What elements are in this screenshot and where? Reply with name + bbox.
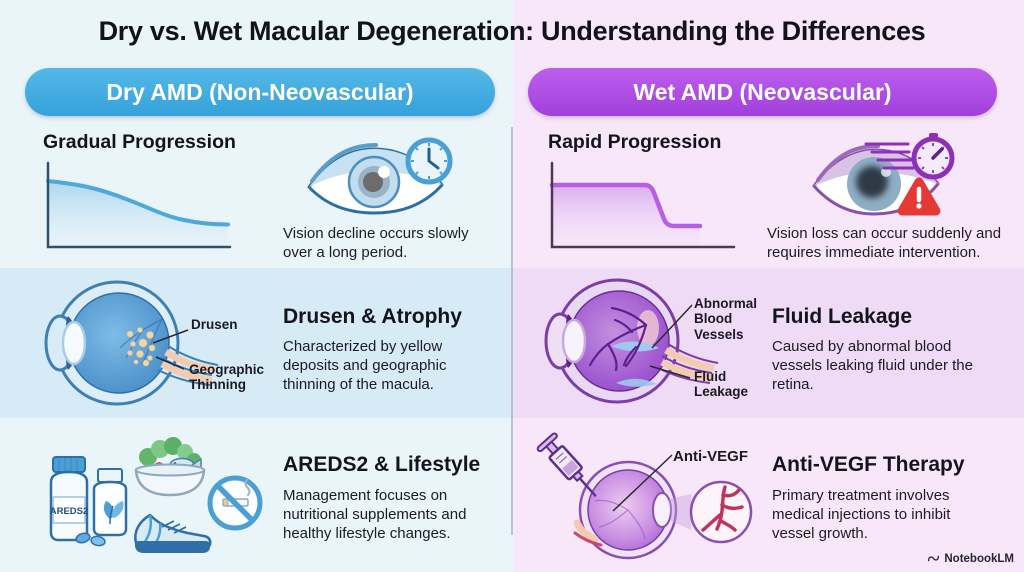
- anti-vegf-injection-illustration: [536, 432, 753, 560]
- retina-vessels: [594, 499, 646, 540]
- fluid-pointer-line: [649, 365, 691, 379]
- dry-pathology-heading: Drusen & Atrophy: [283, 305, 462, 328]
- anti-vegf-label: Anti-VEGF: [673, 448, 748, 465]
- dry-column-header: Dry AMD (Non-Neovascular): [25, 68, 495, 116]
- wet-pathology-body: Caused by abnormal blood vessels leaking…: [772, 338, 973, 394]
- eye-anatomy: [544, 278, 719, 404]
- eye-icon: [573, 460, 678, 560]
- speed-lines: [864, 142, 915, 170]
- dry-decline-chart: [46, 161, 232, 249]
- eye-stopwatch-warning-icon: [812, 133, 955, 216]
- dry-treatment-body: Management focuses on nutritional supple…: [283, 487, 467, 543]
- magnified-vessels-icon: [669, 480, 753, 544]
- abnormal-vessels-tree: [588, 306, 648, 372]
- optic-nerve: [657, 343, 719, 384]
- dry-column-header-label: Dry AMD (Non-Neovascular): [106, 78, 414, 105]
- page-title: Dry vs. Wet Macular Degeneration: Unders…: [98, 16, 926, 46]
- wet-chart-line: [549, 182, 703, 229]
- antivegf-pointer-line: [612, 454, 673, 512]
- thinning-pointer-line: [155, 356, 185, 370]
- abnormal-vessels-label: Abnormal Blood Vessels: [694, 296, 758, 342]
- wet-chart-axes: [550, 161, 736, 249]
- drusen-dots: [126, 327, 156, 367]
- wet-pathology-heading: Fluid Leakage: [772, 305, 913, 328]
- areds2-bottle-label: AREDS2: [50, 506, 89, 517]
- no-smoking-icon: [207, 475, 263, 531]
- wet-treatment-body: Primary treatment involves medical injec…: [772, 487, 951, 543]
- dry-chart-axes: [46, 161, 232, 249]
- wet-chart-area: [552, 185, 700, 247]
- supplement-bottle-icon: [92, 468, 128, 537]
- notebooklm-logo-icon: [928, 555, 940, 562]
- dry-chart-area: [48, 181, 228, 247]
- warning-icon: [897, 177, 941, 216]
- sneaker-icon: [134, 513, 212, 553]
- column-divider: [511, 127, 513, 535]
- eye-anatomy: [44, 280, 219, 406]
- dry-chart-line: [46, 179, 230, 227]
- wet-progression-caption: Vision loss can occur suddenly and requi…: [767, 225, 1002, 262]
- dry-progression-heading: Gradual Progression: [43, 131, 236, 153]
- drusen-label: Drusen: [191, 317, 238, 332]
- clock-icon: [405, 137, 453, 185]
- wet-decline-chart: [549, 161, 736, 249]
- pills-icon: [75, 532, 106, 547]
- wet-eye-cross-section: [544, 278, 719, 404]
- wet-column-header: Wet AMD (Neovascular): [528, 68, 997, 116]
- dry-pathology-body: Characterized by yellow deposits and geo…: [283, 338, 447, 394]
- optic-nerve: [157, 345, 219, 386]
- drusen-pointer-line: [152, 329, 189, 344]
- geographic-thinning-label: Geographic Thinning: [189, 362, 265, 393]
- wet-progression-heading: Rapid Progression: [548, 131, 722, 153]
- areds2-bottle-icon: AREDS2: [50, 456, 89, 542]
- stopwatch-icon: [911, 133, 955, 180]
- dry-progression-caption: Vision decline occurs slowly over a long…: [283, 225, 469, 262]
- wet-treatment-heading: Anti-VEGF Therapy: [772, 453, 965, 476]
- watermark: NotebookLM: [927, 552, 1014, 565]
- wet-column-header-label: Wet AMD (Neovascular): [633, 78, 892, 105]
- fluid-leakage-label: Fluid Leakage: [694, 369, 749, 400]
- salad-bowl-icon: [134, 437, 206, 497]
- lifestyle-supplements-illustration: AREDS2: [50, 437, 263, 553]
- eye-clock-icon: [307, 137, 453, 215]
- watermark-text: NotebookLM: [944, 552, 1014, 565]
- syringe-icon: [536, 432, 597, 497]
- vessels-pointer-line: [651, 304, 693, 349]
- dry-eye-cross-section: [44, 280, 219, 406]
- dry-treatment-heading: AREDS2 & Lifestyle: [283, 453, 481, 476]
